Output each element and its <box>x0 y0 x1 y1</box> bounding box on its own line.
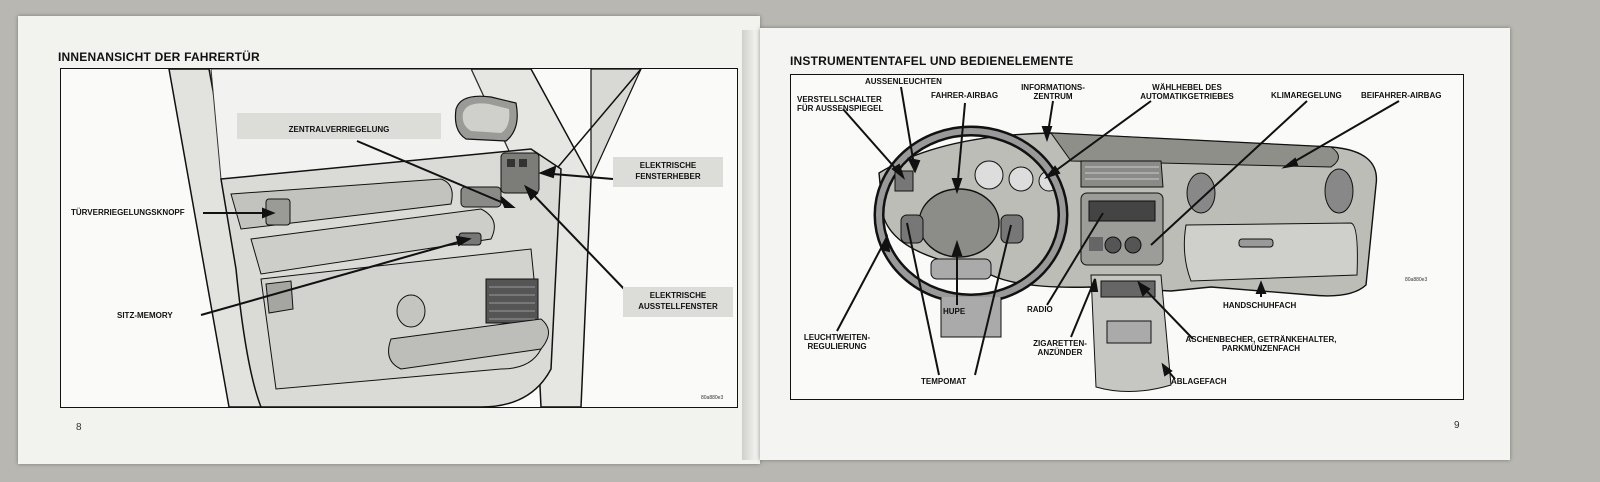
label-ausstellfenster-line2: AUSSTELLFENSTER <box>638 302 718 311</box>
label-leuchtweiten-line1: LEUCHTWEITEN- <box>803 333 871 342</box>
label-tempomat: TEMPOMAT <box>921 377 967 386</box>
label-tuerverriegelungsknopf: TÜRVERRIEGELUNGSKNOPF <box>71 208 185 217</box>
label-informationszentrum-line1: INFORMATIONS- <box>1021 83 1085 92</box>
dashboard-illustration <box>836 86 1400 393</box>
label-sitz-memory: SITZ-MEMORY <box>117 311 173 320</box>
label-beifahrer-airbag: BEIFAHRER-AIRBAG <box>1361 91 1442 100</box>
label-leuchtweiten-line2: REGULIERUNG <box>807 342 867 351</box>
label-waehlhebel-line1: WÄHLHEBEL DES <box>1152 83 1222 92</box>
right-page: INSTRUMENTENTAFEL UND BEDIENELEMENTE <box>760 28 1510 460</box>
label-backdrop <box>613 157 723 187</box>
label-hupe: HUPE <box>943 307 966 316</box>
label-verstellschalter-line2: FÜR AUSSENSPIEGEL <box>797 104 884 113</box>
label-handschuhfach: HANDSCHUHFACH <box>1223 301 1297 310</box>
label-informationszentrum-line2: ZENTRUM <box>1033 92 1073 101</box>
label-aschenbecher-line1: ASCHENBECHER, GETRÄNKEHALTER, <box>1185 335 1337 344</box>
label-aussenleuchten: AUSSENLEUCHTEN <box>865 77 942 86</box>
label-fensterheber-line2: FENSTERHEBER <box>635 172 701 181</box>
label-backdrop <box>237 113 441 139</box>
page-number: 8 <box>76 422 82 433</box>
dashboard-illustration-frame: AUSSENLEUCHTEN VERSTELLSCHALTER FÜR AUSS… <box>790 74 1464 400</box>
label-waehlhebel-line2: AUTOMATIKGETRIEBES <box>1140 92 1234 101</box>
label-zigaretten-line2: ANZÜNDER <box>1037 348 1083 357</box>
label-zentralverriegelung: ZENTRALVERRIEGELUNG <box>288 125 390 134</box>
label-ausstellfenster-line1: ELEKTRISCHE <box>649 291 707 300</box>
label-ablagefach: ABLAGEFACH <box>1171 377 1227 386</box>
label-aschenbecher-line2: PARKMÜNZENFACH <box>1221 344 1301 353</box>
left-page: INNENANSICHT DER FAHRERTÜR <box>18 16 760 464</box>
figure-code: 80a880e3 <box>701 395 724 401</box>
figure-code: 80a880e3 <box>1405 277 1428 283</box>
door-illustration-frame: ZENTRALVERRIEGELUNG ELEKTRISCHE FENSTERH… <box>60 68 738 408</box>
right-page-heading: INSTRUMENTENTAFEL UND BEDIENELEMENTE <box>790 54 1074 68</box>
label-fahrer-airbag: FAHRER-AIRBAG <box>931 91 999 100</box>
label-radio: RADIO <box>1027 305 1053 314</box>
left-page-heading: INNENANSICHT DER FAHRERTÜR <box>58 50 260 64</box>
book-spine <box>742 30 764 460</box>
label-backdrop <box>623 287 733 317</box>
label-klimaregelung: KLIMAREGELUNG <box>1271 91 1342 100</box>
label-fensterheber-line1: ELEKTRISCHE <box>639 161 697 170</box>
page-number: 9 <box>1454 420 1460 431</box>
label-zigaretten-line1: ZIGARETTEN- <box>1033 339 1087 348</box>
label-verstellschalter-line1: VERSTELLSCHALTER <box>797 95 882 104</box>
